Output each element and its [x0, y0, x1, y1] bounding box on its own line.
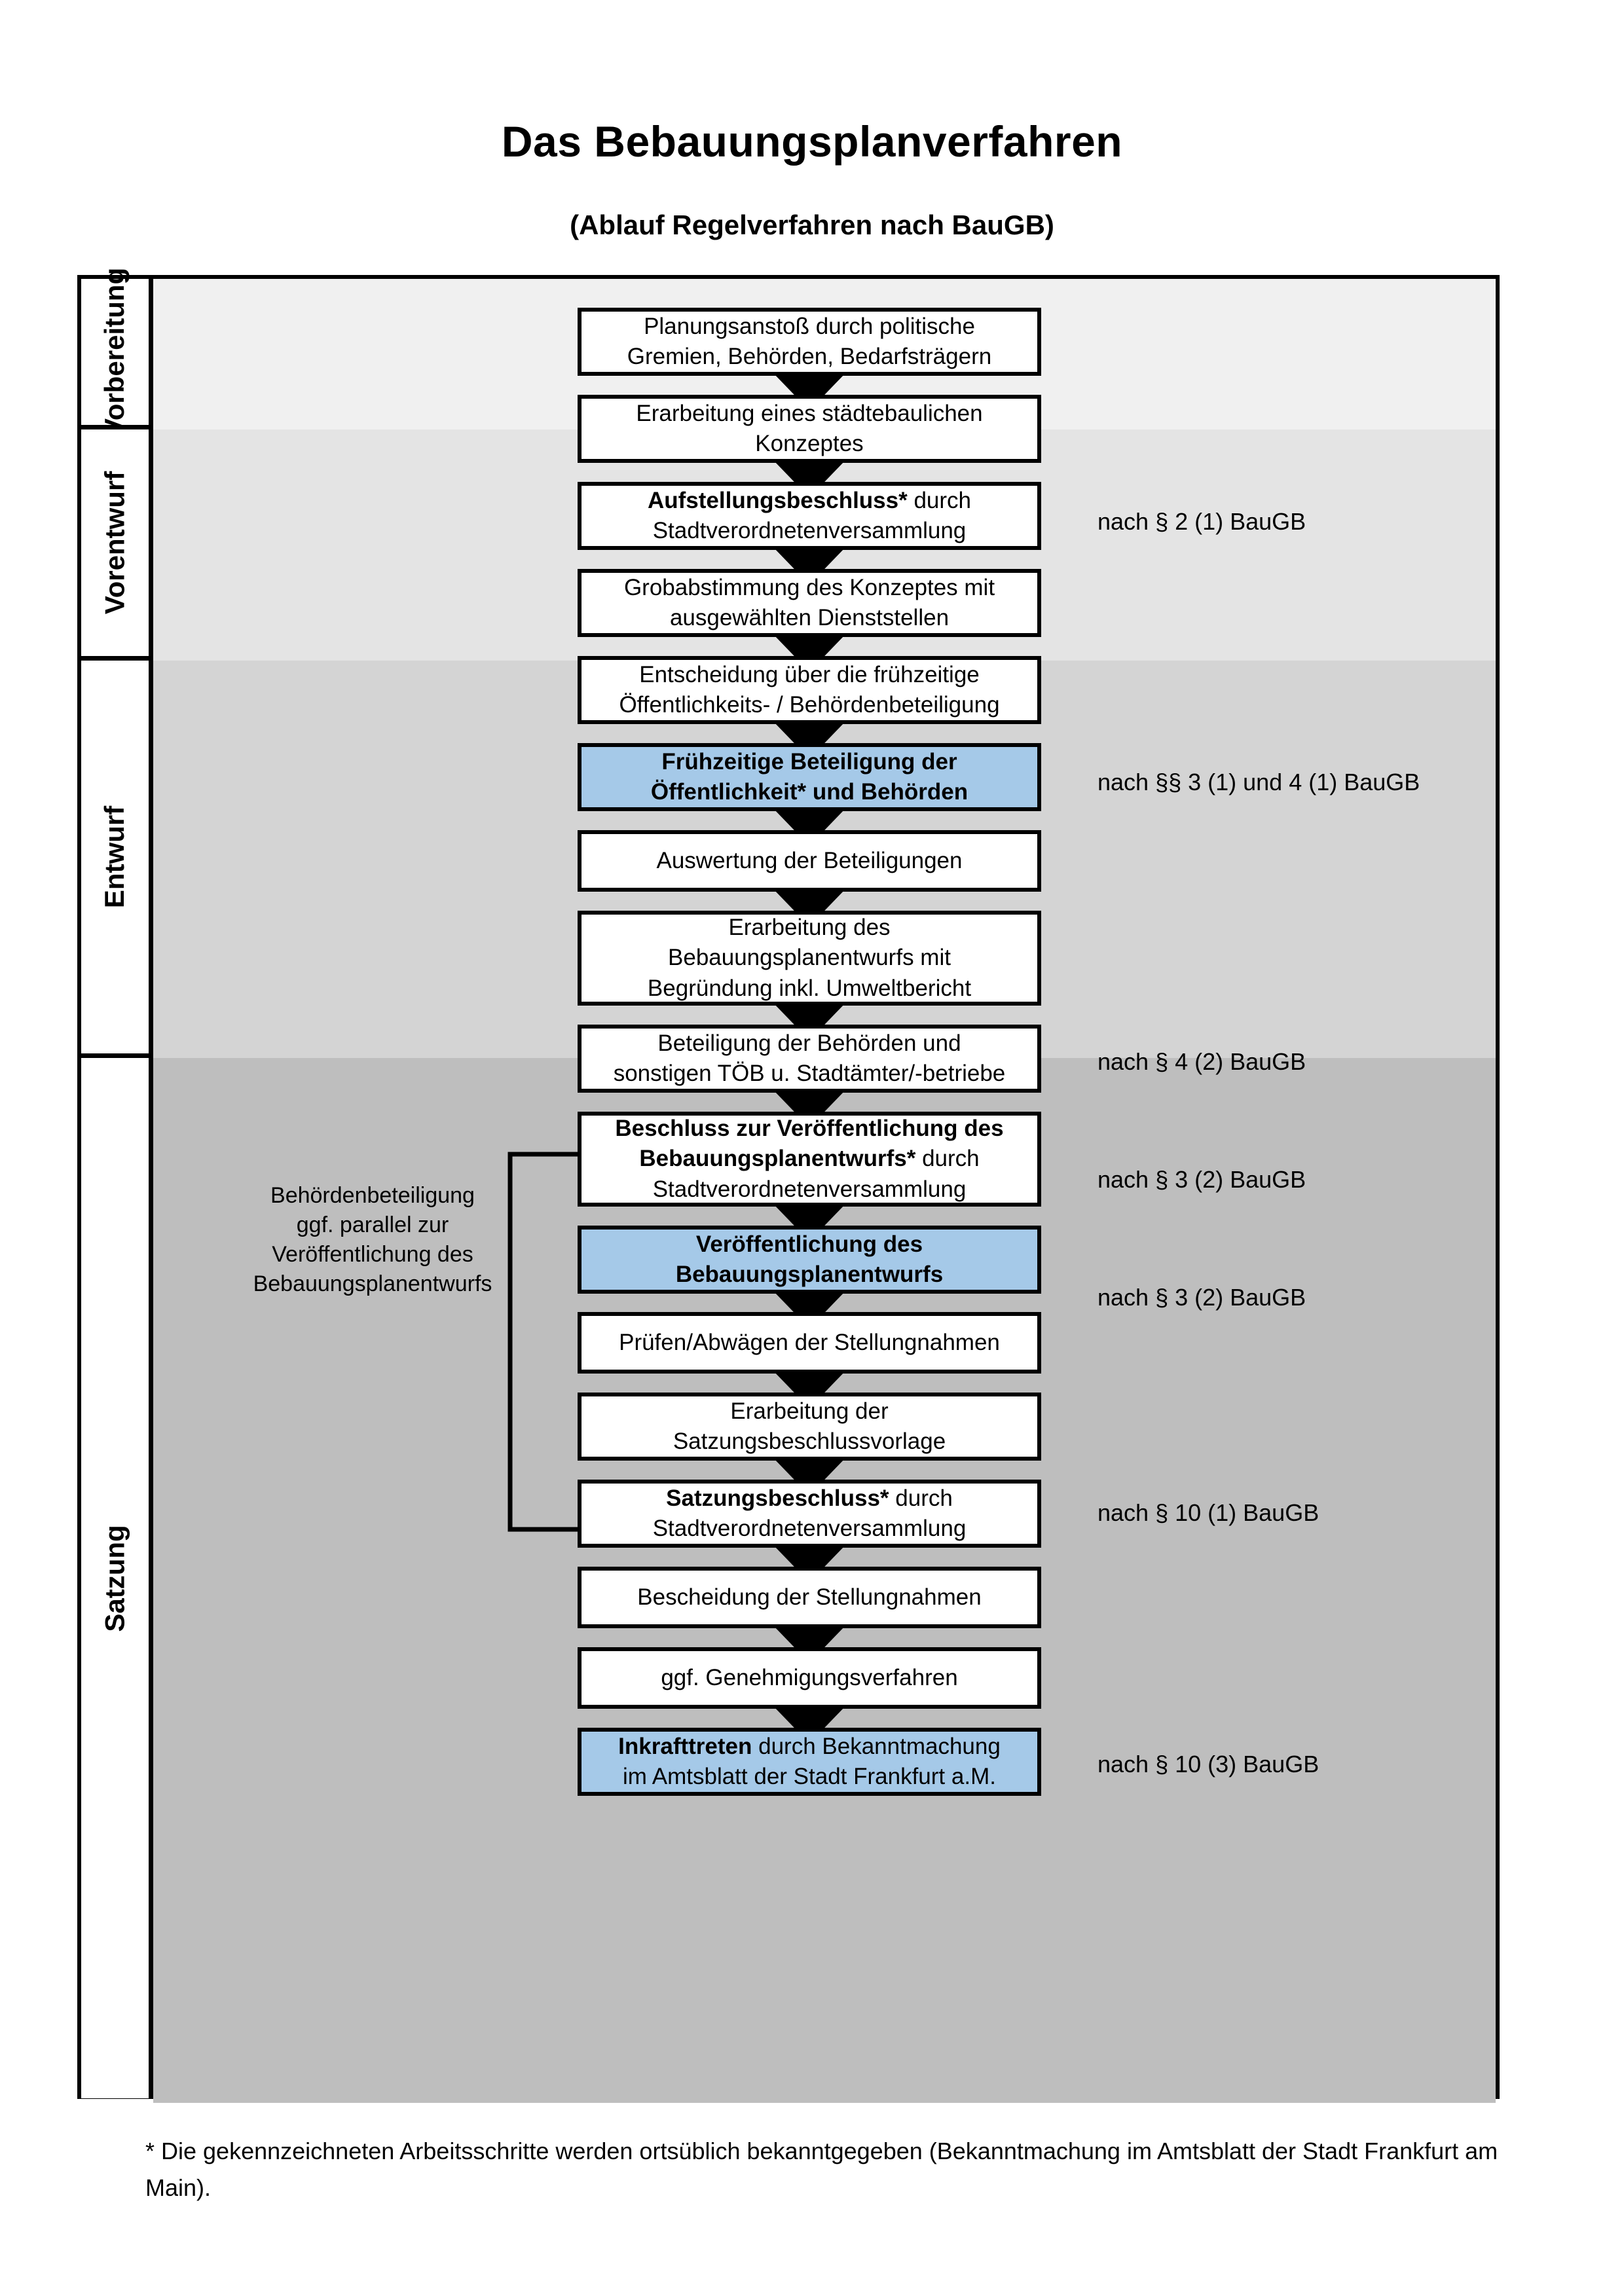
law-ref-par3-2b: nach § 3 (2) BauGB [1098, 1284, 1306, 1311]
step-line-2: Satzungsbeschlussvorlage [673, 1429, 946, 1454]
step-genehmigungsverfahren[interactable]: ggf. Genehmigungsverfahren [578, 1647, 1041, 1709]
step-line-1: Bescheidung der Stellungnahmen [637, 1584, 982, 1610]
step-line-1: Erarbeitung eines städtebaulichen [636, 400, 983, 426]
step-line-2: Öffentlichkeit* und Behörden [650, 779, 969, 805]
law-ref-par4-2: nach § 4 (2) BauGB [1098, 1048, 1306, 1075]
step-line-2: im Amtsblatt der Stadt Frankfurt a.M. [623, 1764, 996, 1789]
step-line-2: Stadtverordnetenversammlung [652, 518, 967, 543]
step-text-composite: Inkrafttreten durch Bekanntmachung [618, 1732, 1001, 1762]
step-bescheidung[interactable]: Bescheidung der Stellungnahmen [578, 1567, 1041, 1628]
step-line-1: Planungsanstoß durch politische [644, 313, 975, 339]
step-line-3: Begründung inkl. Umweltbericht [647, 975, 972, 1001]
phase-label-satzung: Satzung [81, 1058, 149, 2098]
parallel-note-line-1: Behördenbeteiligung [270, 1183, 475, 1208]
step-line-1: Erarbeitung der [730, 1398, 889, 1424]
step-bold-prefix: Beschluss zur Veröffentlichung des Bebau… [615, 1116, 1004, 1172]
law-ref-par2-1: nach § 2 (1) BauGB [1098, 508, 1306, 535]
step-satzungsbeschluss[interactable]: Satzungsbeschluss* durch Stadtverordnete… [578, 1480, 1041, 1548]
step-veroeffentlichung[interactable]: Veröffentlichung des Bebauungsplanentwur… [578, 1226, 1041, 1294]
phase-label-entwurf: Entwurf [81, 661, 149, 1058]
law-ref-par10-1: nach § 10 (1) BauGB [1098, 1499, 1320, 1526]
phase-label-vorbereitung: Vorbereitung [81, 267, 149, 437]
step-line-2: Bebauungsplanentwurfs [675, 1262, 944, 1287]
step-fruehzeitige-beteiligung[interactable]: Frühzeitige Beteiligung der Öffentlichke… [578, 743, 1041, 811]
step-aufstellungsbeschluss[interactable]: Aufstellungsbeschluss* durch Stadtverord… [578, 482, 1041, 550]
phase-label-text: Entwurf [99, 805, 130, 909]
step-line-1-rest: durch [907, 487, 972, 513]
step-line-1: Auswertung der Beteiligungen [656, 847, 963, 873]
step-planungsanstoss[interactable]: Planungsanstoß durch politische Gremien,… [578, 308, 1041, 376]
step-text-composite: Beschluss zur Veröffentlichung des Bebau… [588, 1114, 1031, 1174]
page-subtitle: (Ablauf Regelverfahren nach BauGB) [570, 210, 1054, 240]
step-line-1-rest: durch [889, 1485, 953, 1511]
parallel-note-line-2: ggf. parallel zur [296, 1212, 449, 1237]
step-pruefen-abwaegen[interactable]: Prüfen/Abwägen der Stellungnahmen [578, 1312, 1041, 1374]
step-line-1: Aufstellungsbeschluss* durch [648, 486, 971, 516]
step-satzungsbeschlussvorlage[interactable]: Erarbeitung der Satzungsbeschlussvorlage [578, 1393, 1041, 1461]
step-grobabstimmung[interactable]: Grobabstimmung des Konzeptes mit ausgewä… [578, 569, 1041, 637]
step-line-1: ggf. Genehmigungsverfahren [661, 1664, 958, 1690]
process-flow-diagram: Vorbereitung Vorentwurf Entwurf Satzung … [77, 267, 1500, 2103]
step-erarbeitung-entwurf[interactable]: Erarbeitung des Bebauungsplanentwurfs mi… [578, 911, 1041, 1006]
parallel-note-line-3: Veröffentlichung des [272, 1241, 473, 1267]
step-line-1: Entscheidung über die frühzeitige [639, 661, 980, 687]
step-inkrafttreten[interactable]: Inkrafttreten durch Bekanntmachung im Am… [578, 1728, 1041, 1796]
step-line-2: Bebauungsplanentwurfs mit [668, 945, 951, 971]
step-entscheidung-beteiligung[interactable]: Entscheidung über die frühzeitige Öffent… [578, 656, 1041, 724]
law-ref-par10-3: nach § 10 (3) BauGB [1098, 1751, 1320, 1777]
step-line-1-rest: durch [915, 1146, 980, 1172]
step-bold-prefix: Inkrafttreten [618, 1733, 752, 1759]
step-line-1: Grobabstimmung des Konzeptes mit [623, 574, 995, 600]
step-bold-prefix: Aufstellungsbeschluss* [647, 487, 908, 513]
phase-label-text: Vorentwurf [99, 471, 130, 615]
step-line-1: Beteiligung der Behörden und [657, 1030, 961, 1056]
footnote: * Die gekennzeichneten Arbeitsschritte w… [145, 2138, 1498, 2201]
step-beschluss-veroeffentlichung[interactable]: Beschluss zur Veröffentlichung des Bebau… [578, 1112, 1041, 1207]
law-ref-par3-4-1: nach §§ 3 (1) und 4 (1) BauGB [1098, 769, 1420, 795]
step-line-2: sonstigen TÖB u. Stadtämter/-betriebe [613, 1061, 1006, 1086]
step-line-2: Stadtverordnetenversammlung [652, 1176, 967, 1202]
step-auswertung[interactable]: Auswertung der Beteiligungen [578, 830, 1041, 892]
step-line-1-rest: durch Bekanntmachung [752, 1733, 1001, 1759]
step-line-1: Prüfen/Abwägen der Stellungnahmen [619, 1329, 1000, 1355]
step-line-1: Erarbeitung des [728, 915, 891, 941]
step-line-2: Öffentlichkeits- / Behördenbeteiligung [619, 692, 1000, 718]
step-line-2: Konzeptes [755, 431, 864, 456]
parallel-note: Behördenbeteiligung ggf. parallel zur Ve… [242, 1181, 504, 1299]
step-line-2: Stadtverordnetenversammlung [652, 1516, 967, 1541]
step-line-1: Frühzeitige Beteiligung der [661, 748, 957, 774]
step-staedtebau-konzept[interactable]: Erarbeitung eines städtebaulichen Konzep… [578, 395, 1041, 463]
phase-label-column: Vorbereitung Vorentwurf Entwurf Satzung [81, 267, 153, 2098]
step-line-1: Veröffentlichung des [695, 1231, 923, 1257]
phase-label-text: Vorbereitung [99, 267, 130, 437]
page-title: Das Bebauungsplanverfahren [501, 117, 1123, 166]
phase-label-text: Satzung [99, 1524, 130, 1632]
step-text-composite: Satzungsbeschluss* durch [653, 1484, 967, 1514]
phase-label-vorentwurf: Vorentwurf [81, 429, 149, 661]
step-bold-prefix: Satzungsbeschluss* [666, 1485, 889, 1511]
parallel-note-line-4: Bebauungsplanentwurfs [253, 1271, 492, 1296]
step-line-2: Gremien, Behörden, Bedarfsträgern [627, 344, 992, 369]
step-beteiligung-behoerden[interactable]: Beteiligung der Behörden und sonstigen T… [578, 1025, 1041, 1093]
step-line-2: ausgewählten Dienststellen [669, 605, 950, 630]
law-ref-par3-2a: nach § 3 (2) BauGB [1098, 1166, 1306, 1193]
